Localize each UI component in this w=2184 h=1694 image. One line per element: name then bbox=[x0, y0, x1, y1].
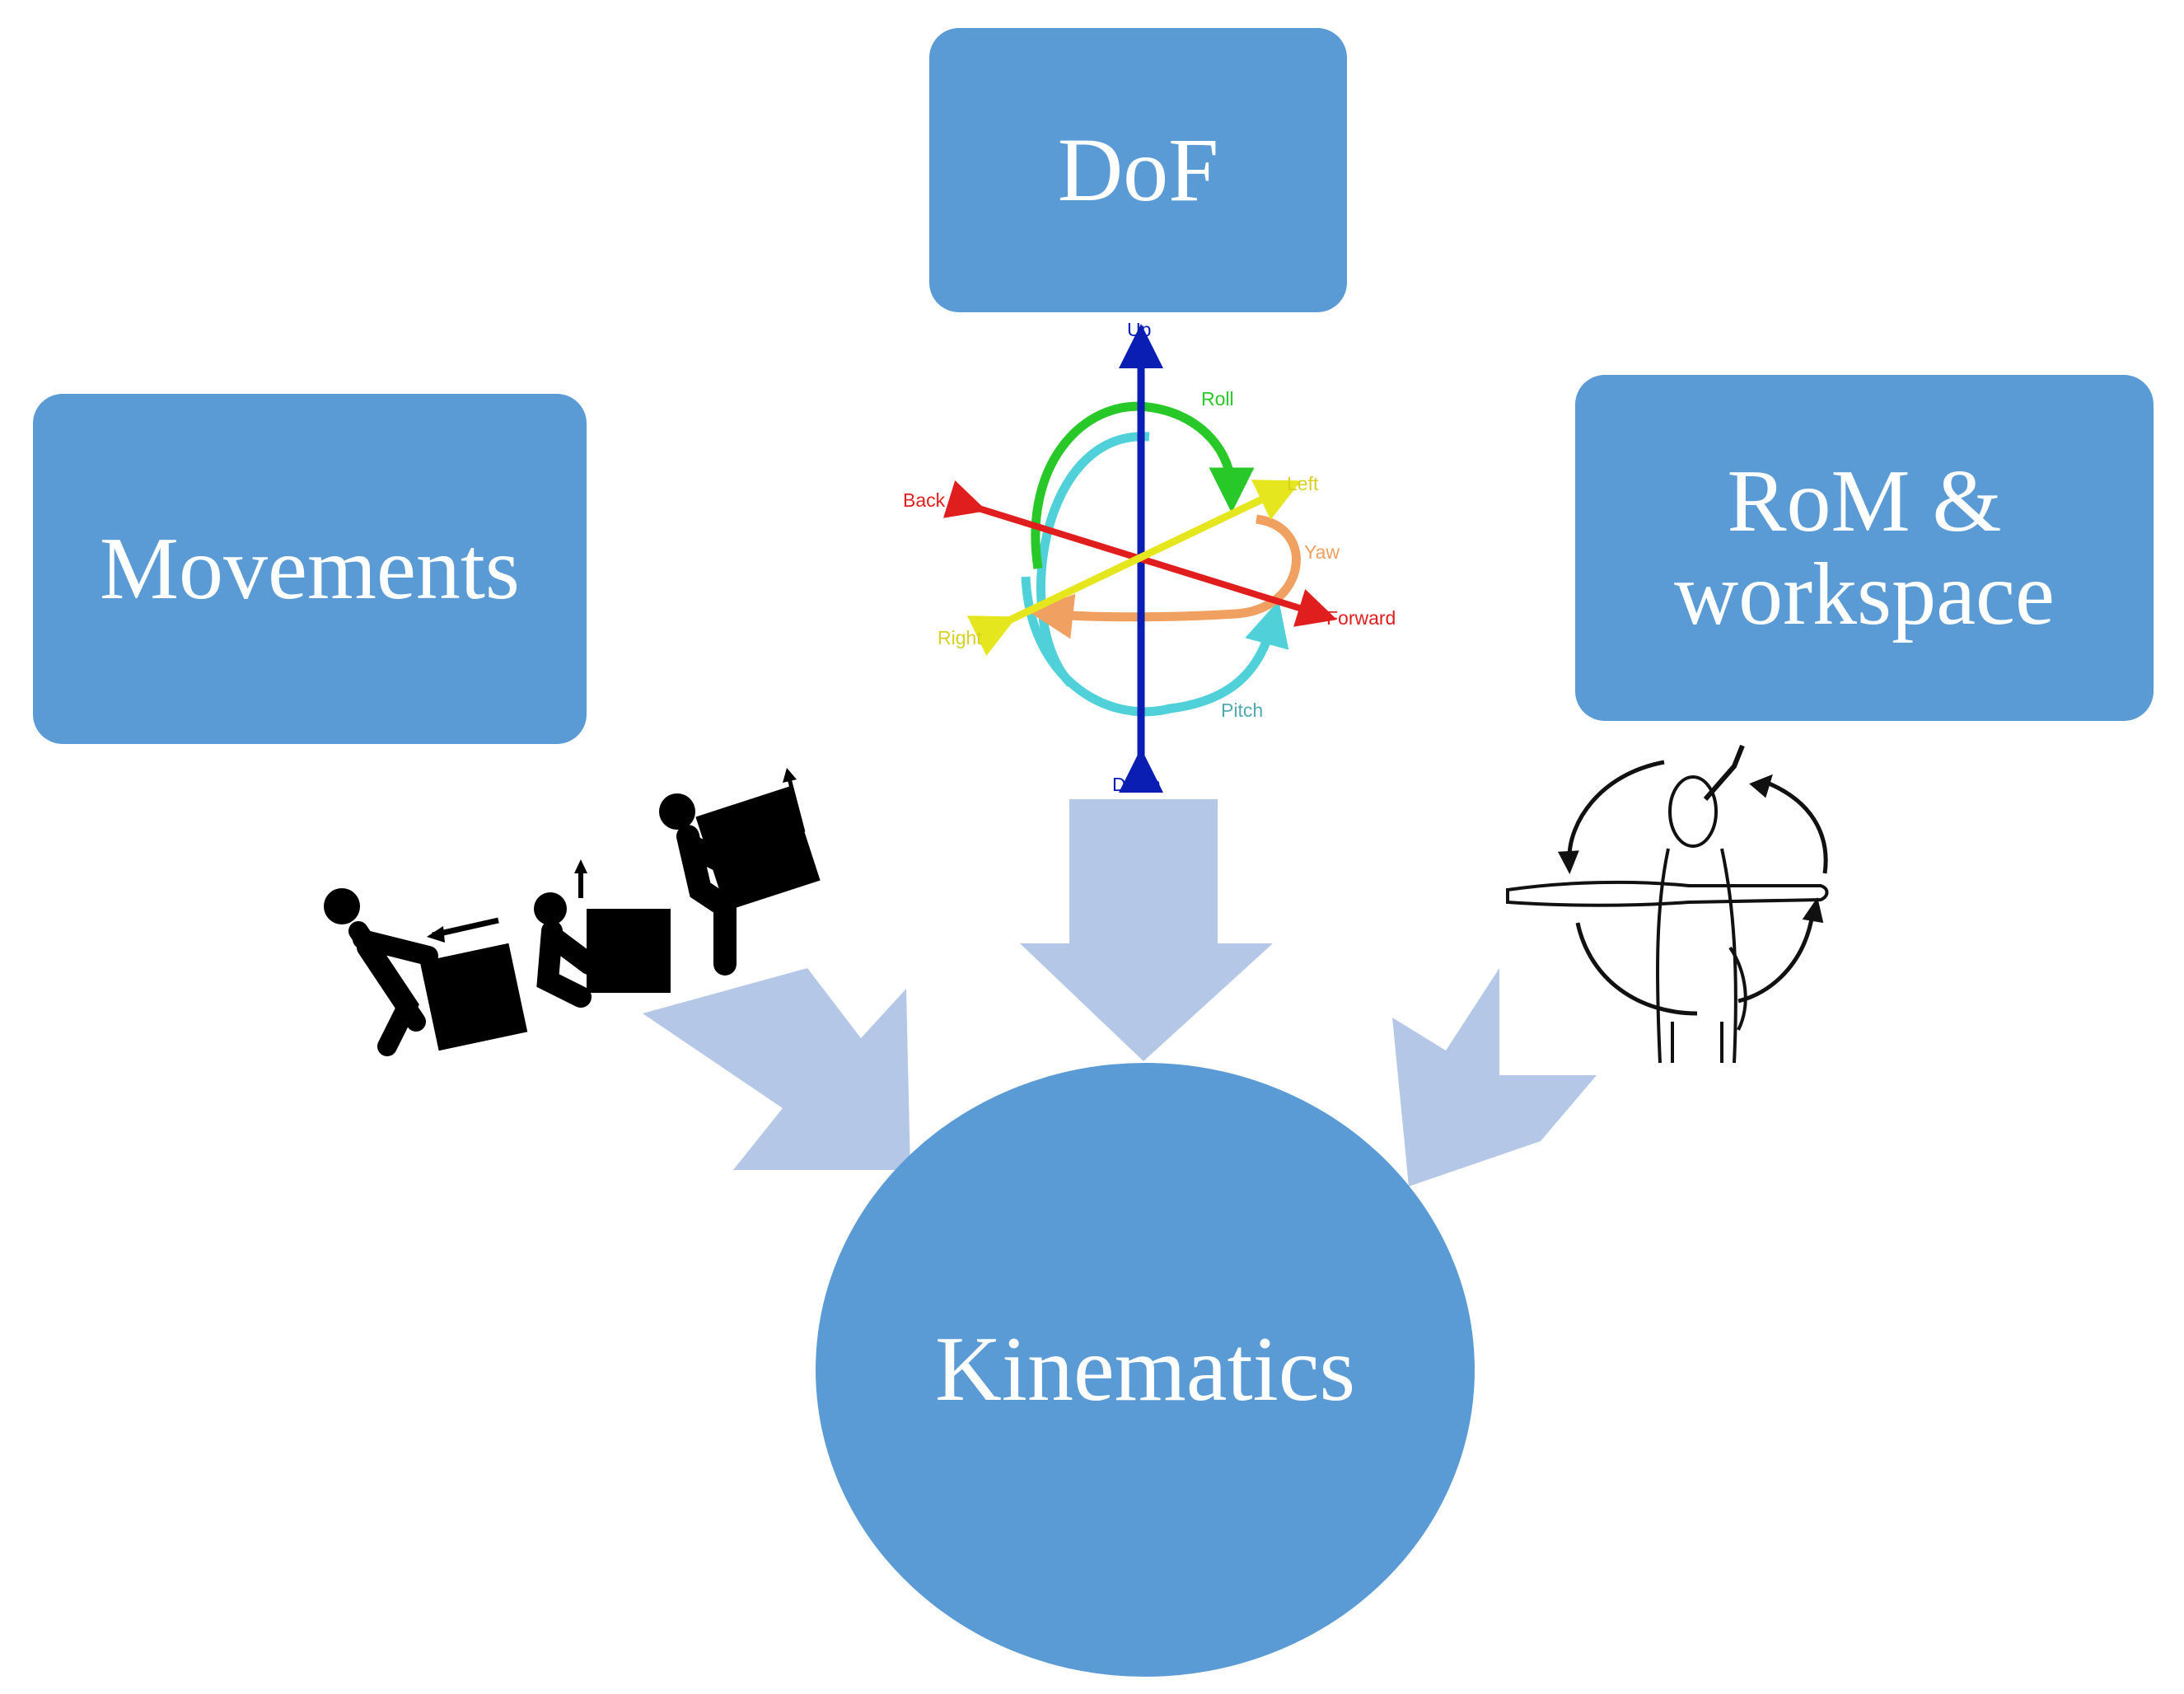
axis-label-left: Left bbox=[1287, 473, 1319, 494]
node-movements: Movements bbox=[33, 394, 587, 744]
arm-range-of-motion-icon bbox=[1506, 744, 1829, 1064]
axis-label-down: Down bbox=[1112, 774, 1161, 795]
axis-label-up: Up bbox=[1127, 319, 1151, 340]
node-kinematics: Kinematics bbox=[816, 1063, 1475, 1677]
arrow-from-dof bbox=[1020, 799, 1273, 1061]
axis-label-right: Right bbox=[938, 627, 982, 648]
axis-label-back: Back bbox=[903, 489, 946, 511]
arrow-from-rom bbox=[1392, 968, 1597, 1186]
node-dof: DoF bbox=[929, 28, 1347, 312]
dof-axes-icon: Up Down Roll Left Back Yaw Forward Right… bbox=[903, 319, 1396, 795]
node-rom-workspace: RoM & workspace bbox=[1575, 375, 2154, 721]
arrow-from-movements bbox=[643, 968, 910, 1170]
lifting-people-icon bbox=[324, 768, 821, 1056]
axis-label-roll: Roll bbox=[1201, 388, 1234, 409]
axis-label-forward: Forward bbox=[1326, 607, 1396, 629]
axis-label-yaw: Yaw bbox=[1304, 541, 1340, 563]
axis-label-pitch: Pitch bbox=[1221, 700, 1263, 721]
